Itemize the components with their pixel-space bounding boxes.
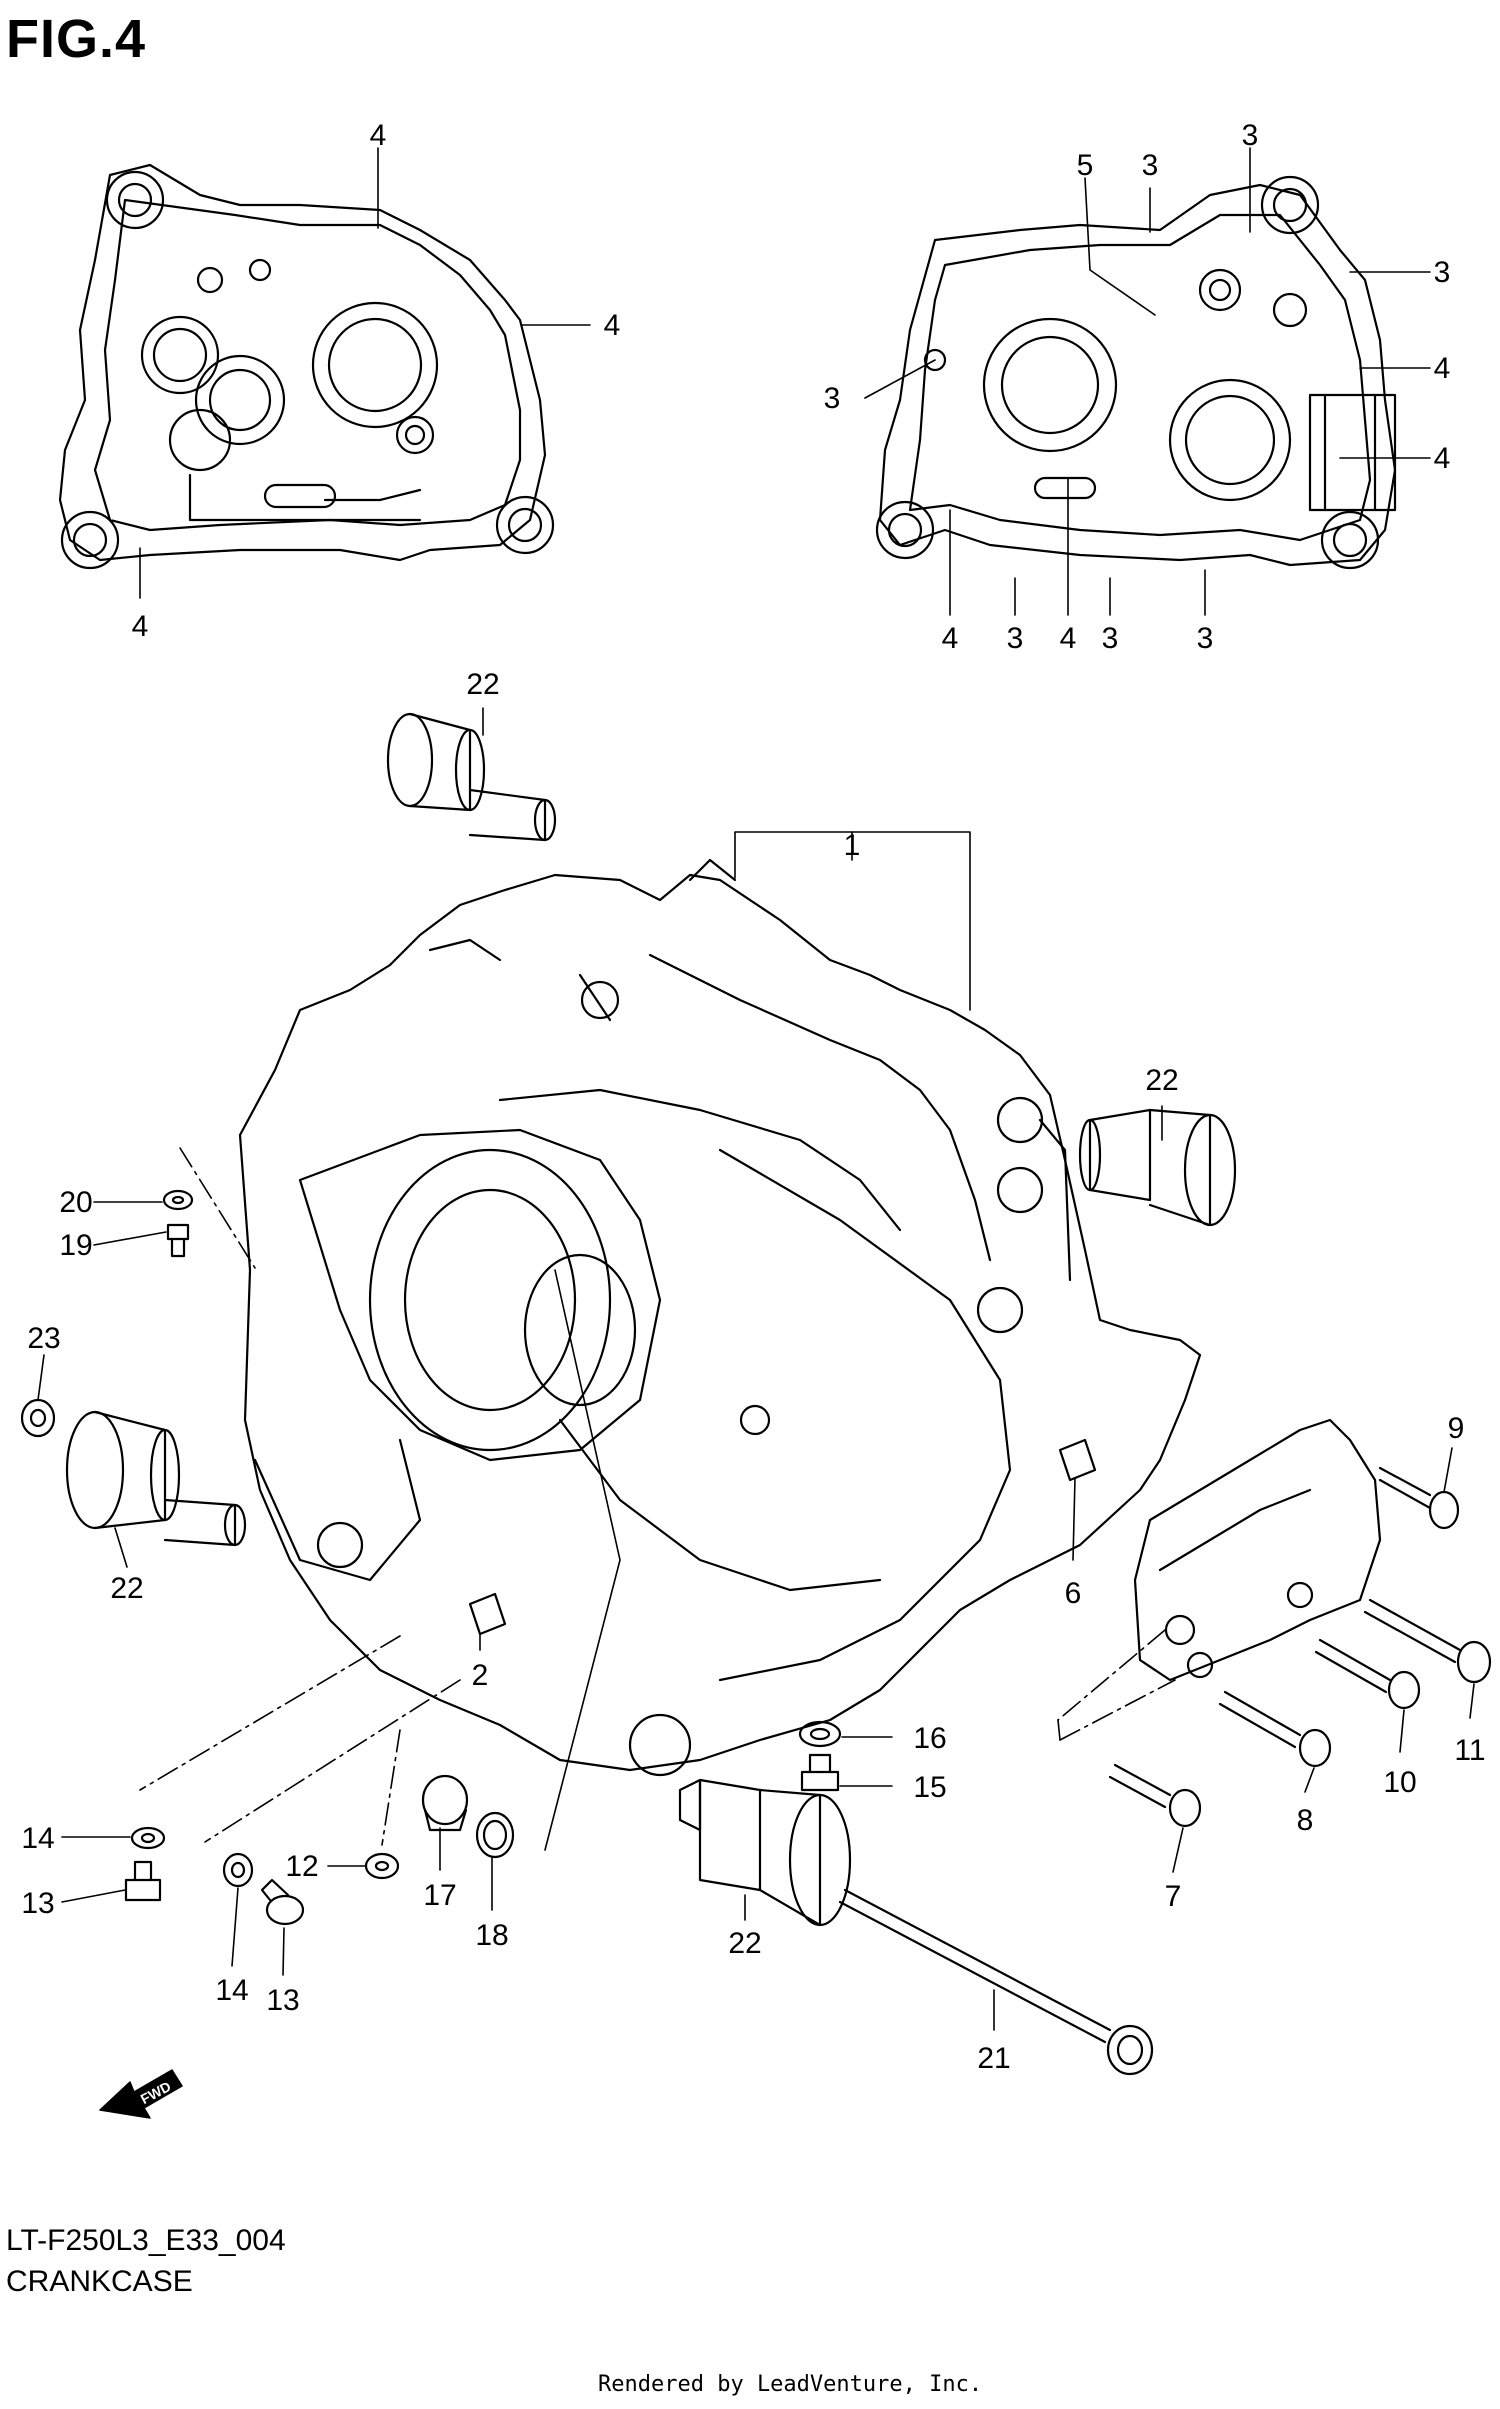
filter-cap-17 xyxy=(421,1774,469,1832)
diagram-name: CRANKCASE xyxy=(6,2265,193,2298)
figure-title: FIG.4 xyxy=(6,9,147,69)
callout-3-d: 3 xyxy=(824,382,841,415)
callout-6: 6 xyxy=(1065,1577,1082,1610)
callout-16: 16 xyxy=(913,1722,946,1755)
plug-15 xyxy=(800,1753,840,1792)
washer-16 xyxy=(798,1720,842,1748)
diagram-code: LT-F250L3_E33_004 xyxy=(6,2224,286,2257)
callout-3-b3: 3 xyxy=(1197,622,1214,655)
callout-8: 8 xyxy=(1297,1804,1314,1837)
callout-20: 20 xyxy=(59,1186,92,1219)
washer-14-a xyxy=(130,1826,166,1850)
bolt-21 xyxy=(838,1888,1154,2076)
callout-4-tl: 4 xyxy=(370,119,387,152)
callout-3-a: 3 xyxy=(1142,149,1159,182)
bearing-right xyxy=(1078,1108,1237,1227)
bolt-19 xyxy=(166,1223,190,1258)
crankcase-assembly xyxy=(238,858,1202,1777)
callout-19: 19 xyxy=(59,1229,92,1262)
render-credit: Rendered by LeadVenture, Inc. xyxy=(598,2372,983,2397)
callout-4-b1: 4 xyxy=(942,622,959,655)
callout-22-bottom: 22 xyxy=(728,1927,761,1960)
callout-3-c: 3 xyxy=(1434,256,1451,289)
main-view-leader-lines xyxy=(37,707,1475,2031)
callout-4-r1: 4 xyxy=(1434,352,1451,385)
callout-4-r2: 4 xyxy=(1434,442,1451,475)
bolt-10 xyxy=(1314,1638,1421,1710)
callout-3-b1: 3 xyxy=(1007,622,1024,655)
callout-4-tl2: 4 xyxy=(604,309,621,342)
callout-22-top: 22 xyxy=(466,668,499,701)
top-view-leader-lines xyxy=(139,147,1431,616)
callout-5: 5 xyxy=(1077,149,1094,182)
callout-9: 9 xyxy=(1448,1412,1465,1445)
item-1-bracket xyxy=(734,831,971,1011)
callout-22-right: 22 xyxy=(1145,1064,1178,1097)
o-ring-18 xyxy=(475,1811,515,1859)
callout-13-b: 13 xyxy=(266,1984,299,2017)
plug-23 xyxy=(20,1398,56,1438)
crankcase-right-half-face xyxy=(875,175,1397,570)
washer-12 xyxy=(364,1852,400,1880)
callout-14-a: 14 xyxy=(21,1822,54,1855)
callout-4-b2: 4 xyxy=(1060,622,1077,655)
fwd-arrow-icon: FWD xyxy=(99,2069,183,2119)
callout-10: 10 xyxy=(1383,1766,1416,1799)
callout-11: 11 xyxy=(1454,1734,1485,1767)
washer-14-b xyxy=(222,1852,254,1888)
assembly-dash-lines xyxy=(139,1147,1176,1846)
callout-1: 1 xyxy=(844,829,861,862)
callout-2: 2 xyxy=(472,1659,489,1692)
callout-22-left: 22 xyxy=(110,1572,143,1605)
crankcase-left-half-face xyxy=(58,163,555,570)
callout-23: 23 xyxy=(27,1322,60,1355)
bolt-13-b xyxy=(260,1878,305,1926)
side-cover xyxy=(1133,1418,1382,1682)
callout-13-a: 13 xyxy=(21,1887,54,1920)
dowel-6 xyxy=(1058,1438,1097,1482)
callout-21: 21 xyxy=(977,2042,1010,2075)
bearing-left xyxy=(65,1410,247,1547)
callout-17: 17 xyxy=(423,1879,456,1912)
callout-14-b: 14 xyxy=(215,1974,248,2007)
callout-3-b: 3 xyxy=(1242,119,1259,152)
dowel-2 xyxy=(468,1592,507,1636)
bolt-8 xyxy=(1218,1690,1332,1768)
callout-12: 12 xyxy=(285,1850,318,1883)
bearing-bottom xyxy=(678,1778,852,1927)
callout-15: 15 xyxy=(913,1771,946,1804)
callout-labels: 4 4 4 5 3 3 3 4 3 4 4 3 4 3 3 22 1 22 20… xyxy=(21,119,1485,2075)
callout-4-tl3: 4 xyxy=(132,610,149,643)
callout-3-b2: 3 xyxy=(1102,622,1119,655)
bolt-13-a xyxy=(124,1860,162,1902)
bolt-7 xyxy=(1108,1763,1202,1828)
callout-18: 18 xyxy=(475,1919,508,1952)
callout-7: 7 xyxy=(1165,1880,1182,1913)
bearing-top xyxy=(386,712,557,842)
bolt-11 xyxy=(1363,1598,1492,1684)
washer-20 xyxy=(162,1189,194,1211)
